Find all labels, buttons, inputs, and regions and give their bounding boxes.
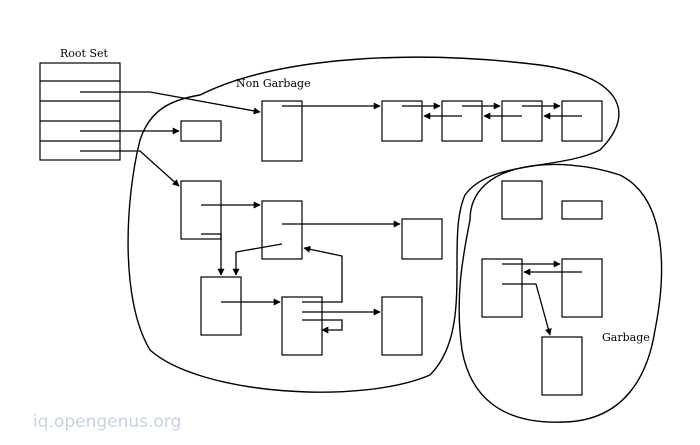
object-node bbox=[441, 100, 483, 142]
pointer-arrow bbox=[302, 319, 343, 334]
object-node bbox=[561, 258, 603, 318]
pointer-arrow bbox=[80, 150, 180, 187]
garbage-label: Garbage bbox=[602, 331, 650, 344]
root-set-label: Root Set bbox=[60, 47, 108, 60]
object-node bbox=[180, 180, 222, 240]
pointer-arrow bbox=[502, 283, 552, 336]
watermark-text: iq.opengenus.org bbox=[33, 412, 181, 432]
object-node bbox=[381, 296, 423, 356]
object-node bbox=[501, 180, 543, 220]
object-node bbox=[541, 336, 583, 396]
pointer-arrow bbox=[201, 233, 225, 276]
pointer-arrow bbox=[80, 91, 261, 115]
object-node bbox=[381, 100, 423, 142]
object-node bbox=[261, 200, 303, 260]
object-node bbox=[481, 258, 523, 318]
pointer-arrow bbox=[232, 243, 283, 276]
object-node bbox=[561, 100, 603, 142]
object-node bbox=[501, 100, 543, 142]
object-node bbox=[561, 200, 603, 220]
object-node bbox=[200, 276, 242, 336]
object-node bbox=[401, 218, 443, 260]
object-node bbox=[281, 296, 323, 356]
garbage-region bbox=[458, 163, 663, 423]
root-set-stack bbox=[39, 62, 121, 161]
object-node bbox=[180, 120, 222, 142]
non-garbage-label: Non Garbage bbox=[236, 77, 311, 90]
object-node bbox=[261, 100, 303, 162]
non-garbage-region bbox=[127, 56, 620, 393]
pointer-arrow bbox=[302, 245, 343, 303]
